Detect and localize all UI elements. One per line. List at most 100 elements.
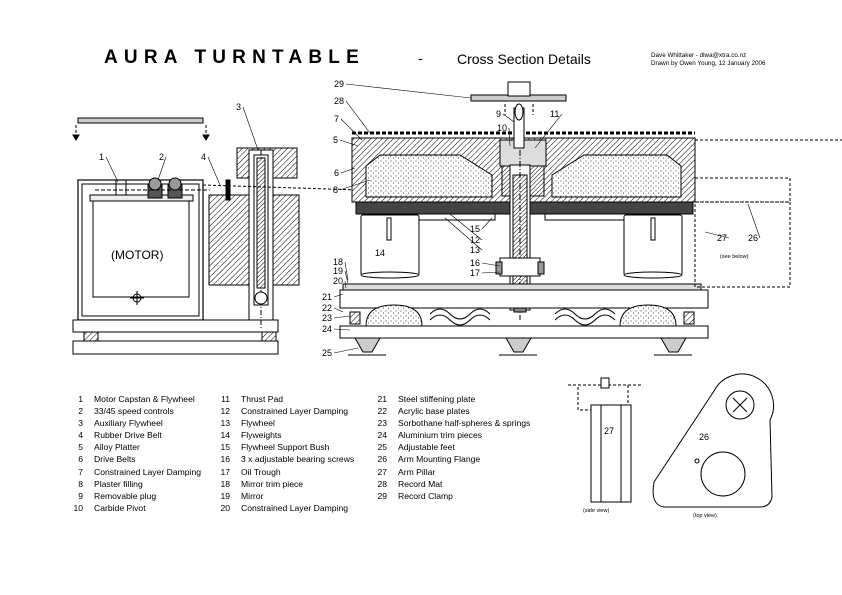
legend-item-number: 14 (220, 430, 230, 441)
legend-item-text: Mirror (241, 490, 264, 501)
leader-line-20 (344, 280, 347, 289)
leader-line-24 (333, 328, 351, 331)
legend-item-number: 10 (73, 502, 83, 513)
legend-item: 4 Rubber Drive Belt (66, 429, 201, 441)
legend-item-text: Adjustable feet (398, 442, 455, 453)
callout-22: 22 (322, 303, 332, 313)
callout-6: 6 (334, 168, 339, 178)
leader-line-16 (481, 262, 501, 267)
legend-item: 29 Record Clamp (370, 490, 530, 502)
legend-item-number: 17 (220, 466, 230, 477)
callout-28: 28 (334, 96, 344, 106)
legend-item-number: 25 (377, 442, 387, 453)
callout-17: 17 (470, 268, 480, 278)
legend-item-number: 5 (78, 442, 83, 453)
callout-23: 23 (322, 313, 332, 323)
legend-item: 19 Mirror (213, 490, 354, 502)
see-below-note: (see below) (720, 254, 749, 260)
callout-24: 24 (322, 324, 332, 334)
legend-item-number: 1 (78, 394, 83, 404)
leader-line-6 (340, 167, 356, 174)
leader-line-13 (444, 217, 483, 251)
legend-item-text: Removable plug (94, 490, 157, 501)
legend-item-number: 12 (220, 406, 230, 417)
legend-item-text: Motor Capstan & Flywheel (94, 394, 195, 404)
callout-5: 5 (333, 135, 338, 145)
legend-item-number: 21 (377, 394, 387, 404)
side-view-caption: (side view) (583, 508, 609, 514)
callout-29: 29 (334, 79, 344, 89)
callout-1: 1 (99, 152, 104, 162)
arm-pillar-side-view (568, 377, 642, 503)
legend-item-text: Auxiliary Flywheel (94, 418, 163, 429)
callout-leaders (105, 83, 761, 354)
platter-assembly (351, 103, 842, 221)
motor-label: (MOTOR) (111, 248, 163, 262)
legend-item-number: 3 (78, 418, 83, 429)
legend-item-text: Record Mat (398, 478, 443, 489)
callout-12: 12 (470, 235, 480, 245)
legend-item-text: Rubber Drive Belt (94, 430, 162, 441)
leader-line-25 (333, 347, 359, 354)
leader-line-17 (481, 271, 501, 274)
flyweights (360, 214, 683, 279)
legend-item-text: Flywheel (241, 418, 275, 429)
legend-item-number: 19 (220, 490, 230, 501)
leader-line-5 (339, 139, 359, 147)
legend-item: 3 Auxiliary Flywheel (66, 417, 201, 429)
legend-item-number: 8 (78, 478, 83, 489)
auxiliary-flywheel (208, 147, 300, 330)
callout-20: 20 (333, 276, 343, 286)
legend-item-number: 24 (377, 430, 387, 441)
legend-item-text: Thrust Pad (241, 394, 284, 404)
legend-item-number: 7 (78, 466, 83, 477)
callout-15: 15 (470, 224, 480, 234)
leader-line-7 (340, 118, 363, 141)
leader-line-23 (333, 315, 351, 319)
legend-item-text: Steel stiffening plate (398, 394, 476, 404)
legend-item-number: 2 (78, 406, 83, 417)
credit-line-drawn-by: Drawn by Owen Young, 12 January 2006 (651, 59, 766, 67)
leader-line-22 (333, 307, 344, 313)
legend-item-number: 4 (78, 430, 83, 441)
callout-18: 18 (333, 257, 343, 267)
callout-7: 7 (334, 114, 339, 124)
legend-item-text: Record Clamp (398, 490, 453, 501)
callout-19: 19 (333, 266, 343, 276)
legend-item-number: 27 (377, 466, 387, 477)
central-bearing (495, 150, 545, 320)
drawing-title: AURA TURNTABLE (104, 47, 365, 68)
legend-item-text: Sorbothane half-spheres & springs (398, 418, 531, 429)
legend-item-text: Drive Belts (94, 454, 136, 465)
callout-8: 8 (333, 185, 338, 195)
legend-item: 24 Aluminium trim pieces (370, 429, 530, 441)
legend-item-number: 16 (220, 454, 230, 465)
leader-line-27 (704, 231, 730, 239)
legend-item-text: Aluminium trim pieces (398, 430, 483, 441)
leader-line-1 (105, 156, 119, 183)
arm-pillar-outline (694, 201, 791, 288)
legend-item-text: Flyweights (241, 430, 282, 441)
legend-item-number: 18 (220, 478, 230, 489)
legend-item-number: 29 (377, 490, 387, 501)
legend-item-text: Arm Pillar (398, 466, 436, 477)
legend-item-number: 15 (220, 442, 230, 453)
leader-line-9 (502, 113, 515, 123)
